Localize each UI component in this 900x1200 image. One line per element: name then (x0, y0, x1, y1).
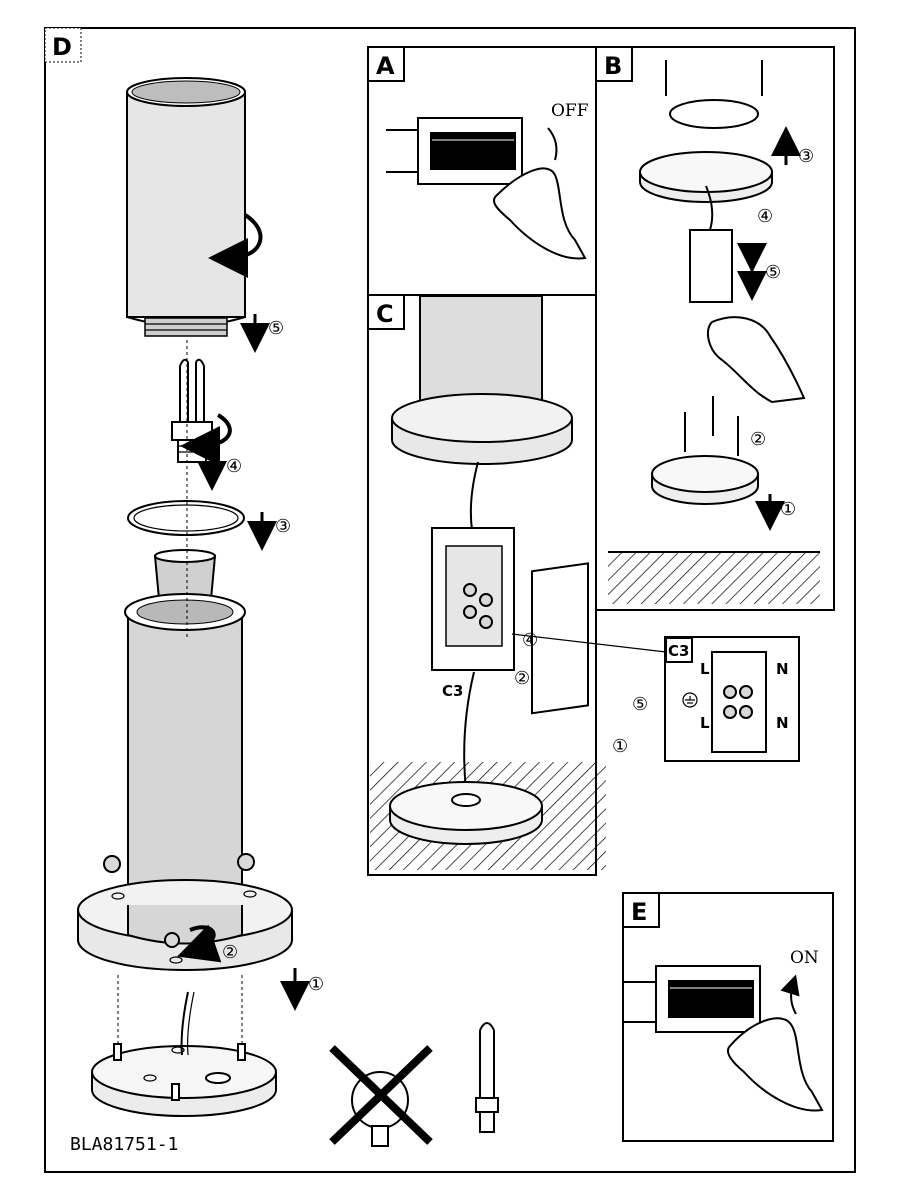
c3-detail: C3 L N L N (511, 633, 800, 762)
step-5-number: ⑤ (268, 318, 284, 339)
base-plate-b (639, 151, 773, 203)
step-b5-number: ⑤ (765, 262, 781, 283)
junction-box (431, 527, 515, 671)
panel-c: C ④ ② ⑤ ① C3 (367, 294, 648, 876)
c3-reference-label: C3 (442, 682, 463, 700)
terminal-block (711, 651, 767, 753)
terminal-n-bottom: N (776, 714, 789, 732)
panel-a-label: A (376, 52, 395, 80)
panel-b: B ③ ④ ⑤ ② ① (595, 46, 835, 611)
panel-e-label: E (631, 898, 647, 926)
panel-c-label: C (376, 300, 394, 328)
step-b3-number: ③ (798, 146, 814, 167)
step-c4-number: ④ (522, 630, 538, 651)
crossed-incandescent-bulb-icon (329, 1045, 433, 1147)
panel-d: ⑤ ④ ③ (77, 77, 324, 1117)
cfl-bulb-icon (475, 1022, 499, 1133)
post-c (391, 295, 573, 465)
post-ring (669, 99, 759, 129)
screw-icon (684, 396, 739, 456)
mounting-plate-c (389, 781, 543, 845)
mounting-plate-b (651, 455, 759, 505)
step-c5-number: ⑤ (632, 694, 648, 715)
step-2-number: ② (222, 942, 238, 963)
switch-arrow-icon (780, 974, 800, 1015)
rotate-arrow-icon (177, 924, 222, 963)
breaker-rail (624, 965, 761, 1033)
switch-arrow-icon (547, 127, 558, 161)
step-b1-number: ① (780, 499, 796, 520)
driver-box (689, 185, 733, 303)
box-cover (531, 562, 589, 715)
rotate-arrow-icon (180, 413, 232, 466)
panel-a: A OFF (367, 46, 597, 296)
hand-icon (492, 167, 587, 260)
step-c2-number: ② (514, 668, 530, 689)
step-1-number: ① (308, 974, 324, 995)
document-code: BLA81751-1 (70, 1134, 178, 1155)
gasket-ring (127, 500, 245, 536)
rotate-arrow-icon (208, 213, 263, 278)
breaker-state-off: OFF (551, 101, 589, 121)
panel-e: E ON (622, 892, 834, 1142)
hand-icon (706, 316, 806, 404)
breaker-state-on: ON (790, 948, 819, 968)
ground-symbol-icon (682, 692, 698, 708)
mounting-plate (91, 991, 277, 1117)
cable (469, 461, 479, 531)
step-3-number: ③ (275, 516, 291, 537)
step-b2-number: ② (750, 429, 766, 450)
terminal-l-top: L (700, 660, 710, 678)
step-4-number: ④ (226, 456, 242, 477)
ground-hatch (608, 552, 820, 604)
outer-frame (44, 27, 856, 1173)
breaker-rail (386, 117, 523, 185)
c3-detail-label: C3 (668, 642, 689, 660)
step-c1-number: ① (612, 736, 628, 757)
glass-diffuser (126, 77, 246, 337)
step-b4-number: ④ (757, 206, 773, 227)
terminal-n-top: N (776, 660, 789, 678)
terminal-l-bottom: L (700, 714, 710, 732)
hand-icon (726, 1017, 824, 1112)
panel-d-label-box (44, 27, 82, 63)
panel-d-label: D (52, 33, 72, 61)
panel-b-label: B (604, 52, 622, 80)
